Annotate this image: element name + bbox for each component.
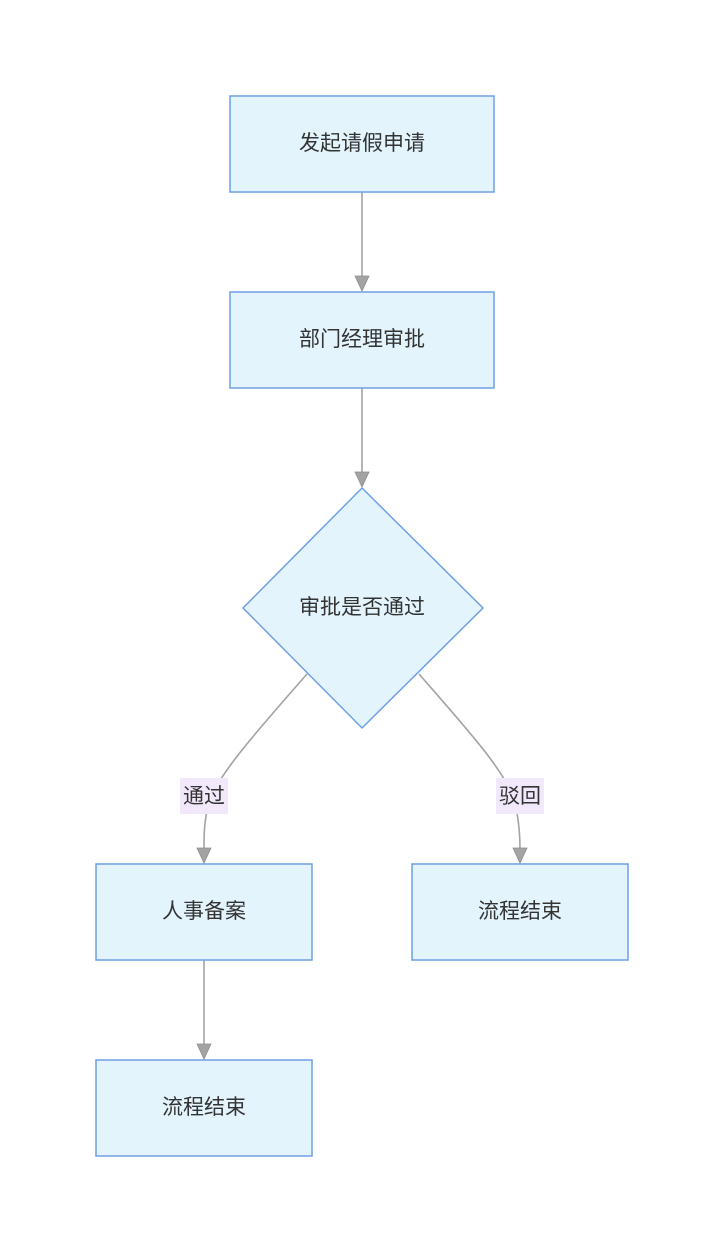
edge-label-approve-bg [180,778,228,814]
arrowhead-manager [354,275,370,292]
node-end-reject-box [411,863,629,961]
node-start-box [229,95,495,193]
node-manager-approval-label: 部门经理审批 [299,327,425,351]
node-hr-filing-box [95,863,313,961]
edge-label-reject: 驳回 [496,778,544,814]
edge-label-reject-text: 驳回 [499,784,541,808]
arrowhead-end-reject [512,847,528,864]
edge-label-approve: 通过 [180,778,228,814]
edge-decision-to-end-reject [418,673,521,851]
node-hr-filing[interactable]: 人事备案 [95,863,313,961]
edge-label-approve-text: 通过 [183,784,225,808]
node-end-reject[interactable]: 流程结束 [411,863,629,961]
node-decision[interactable]: 审批是否通过 [241,486,485,730]
node-end-approve-label: 流程结束 [162,1095,246,1119]
arrowhead-hr [196,847,212,864]
node-hr-filing-label: 人事备案 [162,899,246,923]
edge-label-reject-bg [496,778,544,814]
arrowhead-end-approve [196,1043,212,1060]
node-end-approve[interactable]: 流程结束 [95,1059,313,1157]
node-start-label: 发起请假申请 [299,131,425,155]
edge-decision-to-hr [203,673,308,851]
arrowhead-decision [354,471,370,488]
node-manager-approval[interactable]: 部门经理审批 [229,291,495,389]
node-manager-approval-box [229,291,495,389]
node-end-reject-label: 流程结束 [478,899,562,923]
node-end-approve-box [95,1059,313,1157]
node-start[interactable]: 发起请假申请 [229,95,495,193]
node-decision-label: 审批是否通过 [299,595,425,619]
node-decision-diamond [241,486,485,730]
